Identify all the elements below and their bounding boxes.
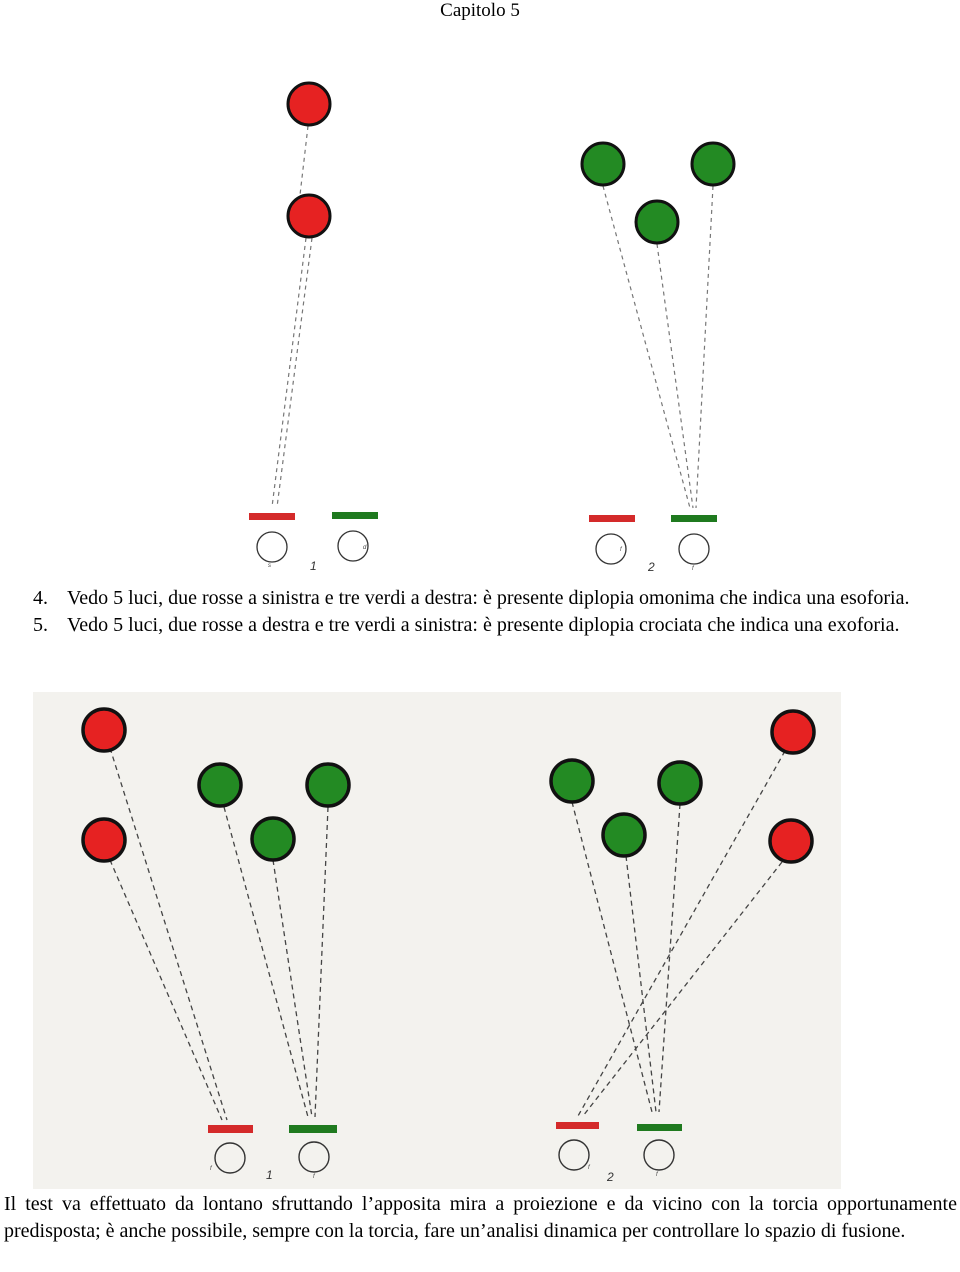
red-light bbox=[768, 818, 814, 864]
figure-label: 2 bbox=[606, 1170, 614, 1184]
green-light bbox=[657, 760, 703, 806]
page-header: Capitolo 5 bbox=[440, 0, 520, 21]
eye-mark: s bbox=[268, 563, 271, 569]
item-number: 4. bbox=[33, 587, 48, 609]
green-light bbox=[549, 758, 595, 804]
eye-mark: d bbox=[363, 545, 367, 551]
figure-label: 2 bbox=[647, 560, 655, 574]
list-item: 5. Vedo 5 luci, due rosse a destra e tre… bbox=[33, 612, 958, 639]
red-light bbox=[286, 193, 332, 239]
eye-left bbox=[214, 1142, 246, 1174]
eye-right bbox=[678, 533, 710, 565]
numbered-list: 4. Vedo 5 luci, due rosse a sinistra e t… bbox=[33, 585, 958, 639]
eye-mark: f bbox=[210, 1166, 213, 1172]
green-light bbox=[305, 762, 351, 808]
bottom-sight-lines bbox=[109, 747, 786, 1121]
eye-mark: f bbox=[313, 1174, 316, 1180]
eye-left bbox=[256, 531, 288, 563]
item-number: 5. bbox=[33, 614, 48, 636]
green-filter bbox=[637, 1124, 682, 1131]
eye-left bbox=[558, 1139, 590, 1171]
list-item: 4. Vedo 5 luci, due rosse a sinistra e t… bbox=[33, 585, 958, 612]
red-light bbox=[81, 707, 127, 753]
red-light bbox=[770, 709, 816, 755]
red-filter bbox=[208, 1125, 253, 1133]
eye-right bbox=[337, 530, 369, 562]
red-filter bbox=[556, 1122, 599, 1129]
green-light bbox=[580, 141, 626, 187]
top-figure: s d f f 1 2 bbox=[249, 81, 736, 574]
red-filter bbox=[589, 515, 635, 522]
body-paragraph: Il test va effettuato da lontano sfrutta… bbox=[4, 1193, 957, 1242]
bottom-figure: f f f f 1 2 bbox=[33, 692, 841, 1189]
green-light bbox=[601, 812, 647, 858]
eye-mark: f bbox=[620, 547, 623, 553]
green-light bbox=[690, 141, 736, 187]
eye-mark: f bbox=[656, 1172, 659, 1178]
eye-mark: f bbox=[692, 566, 695, 572]
green-filter bbox=[332, 512, 378, 519]
red-filter bbox=[249, 513, 295, 520]
green-light bbox=[250, 816, 296, 862]
figure-label: 1 bbox=[266, 1168, 273, 1182]
green-filter bbox=[671, 515, 717, 522]
eye-right bbox=[298, 1141, 330, 1173]
green-light bbox=[197, 762, 243, 808]
figure-label: 1 bbox=[310, 559, 317, 573]
eye-right bbox=[643, 1139, 675, 1171]
item-text: Vedo 5 luci, due rosse a destra e tre ve… bbox=[67, 614, 900, 636]
eye-left bbox=[595, 533, 627, 565]
green-light bbox=[634, 199, 680, 245]
green-filter bbox=[289, 1125, 337, 1133]
item-text: Vedo 5 luci, due rosse a sinistra e tre … bbox=[67, 587, 910, 609]
red-light bbox=[286, 81, 332, 127]
red-light bbox=[81, 817, 127, 863]
eye-mark: f bbox=[588, 1165, 591, 1171]
top-sight-lines bbox=[271, 125, 714, 509]
